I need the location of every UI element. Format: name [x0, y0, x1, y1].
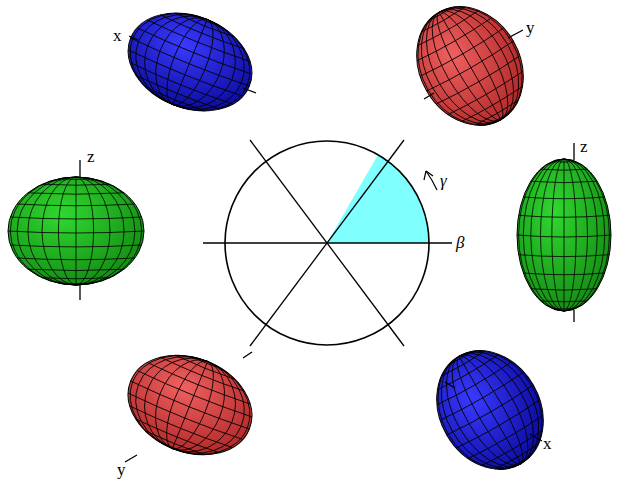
parameter-label: β [456, 234, 464, 251]
prolate-ellipsoid-z [517, 159, 611, 311]
mesh [8, 177, 144, 285]
mesh [416, 331, 565, 483]
axis-lines [80, 30, 574, 462]
mesh [517, 159, 611, 311]
mesh [113, 337, 267, 472]
beta-gamma-plane [203, 140, 452, 346]
axis-label: x [113, 27, 122, 44]
prolate-ellipsoid-x [416, 331, 565, 483]
sextant [327, 155, 429, 243]
oblate-ellipsoid-y [113, 337, 267, 472]
mesh [396, 0, 545, 145]
axis-label: z [87, 148, 95, 165]
angle-label: γ [440, 172, 447, 189]
oblate-ellipsoid-z [8, 177, 144, 285]
axis-label: z [580, 138, 588, 155]
oblate-ellipsoid-x [113, 0, 266, 129]
axis-label: y [526, 19, 535, 36]
axis-label: y [117, 461, 126, 478]
axis-label: x [543, 435, 552, 452]
mesh [113, 0, 266, 129]
prolate-ellipsoid-y [396, 0, 545, 145]
